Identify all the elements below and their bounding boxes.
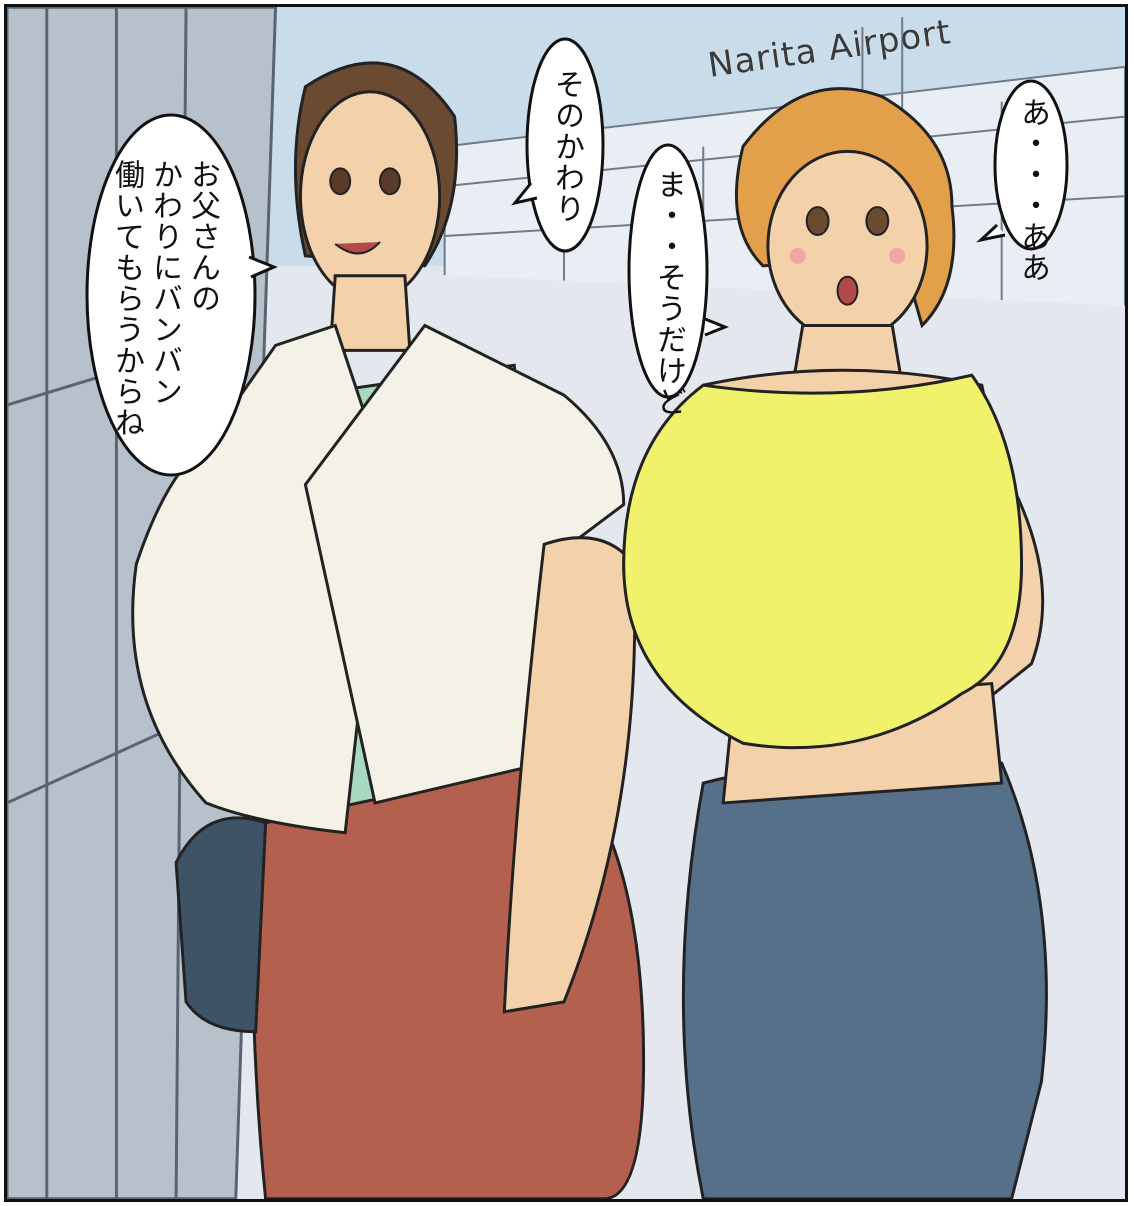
bubble-text-father: お父さんの かわりにバンバン 働いてもらうからね: [109, 159, 220, 438]
bubble-shape: [85, 113, 278, 477]
bubble-shape: [976, 79, 1069, 251]
bubble-shape: [511, 37, 605, 253]
manga-panel: Narita Airport お父さんの かわりにバンバン 働いてもらうからね …: [4, 4, 1128, 1202]
bubble-text-ma: ま・・そうだけど: [651, 169, 686, 417]
bubble-text-aa: あ・・・ああ: [1015, 97, 1050, 283]
speech-bubble-aa: あ・・・ああ: [976, 75, 1071, 283]
mother-figure: [131, 61, 646, 1199]
daughter-figure: [622, 87, 1048, 1199]
speech-bubble-father: お父さんの かわりにバンバン 働いてもらうからね: [79, 107, 278, 487]
speech-bubble-ma: ま・・そうだけど: [625, 139, 730, 417]
speech-bubble-sonokawari: そのかわり: [511, 33, 607, 263]
bubble-text-sonokawari: そのかわり: [549, 69, 584, 224]
bubble-shape: [627, 143, 730, 399]
